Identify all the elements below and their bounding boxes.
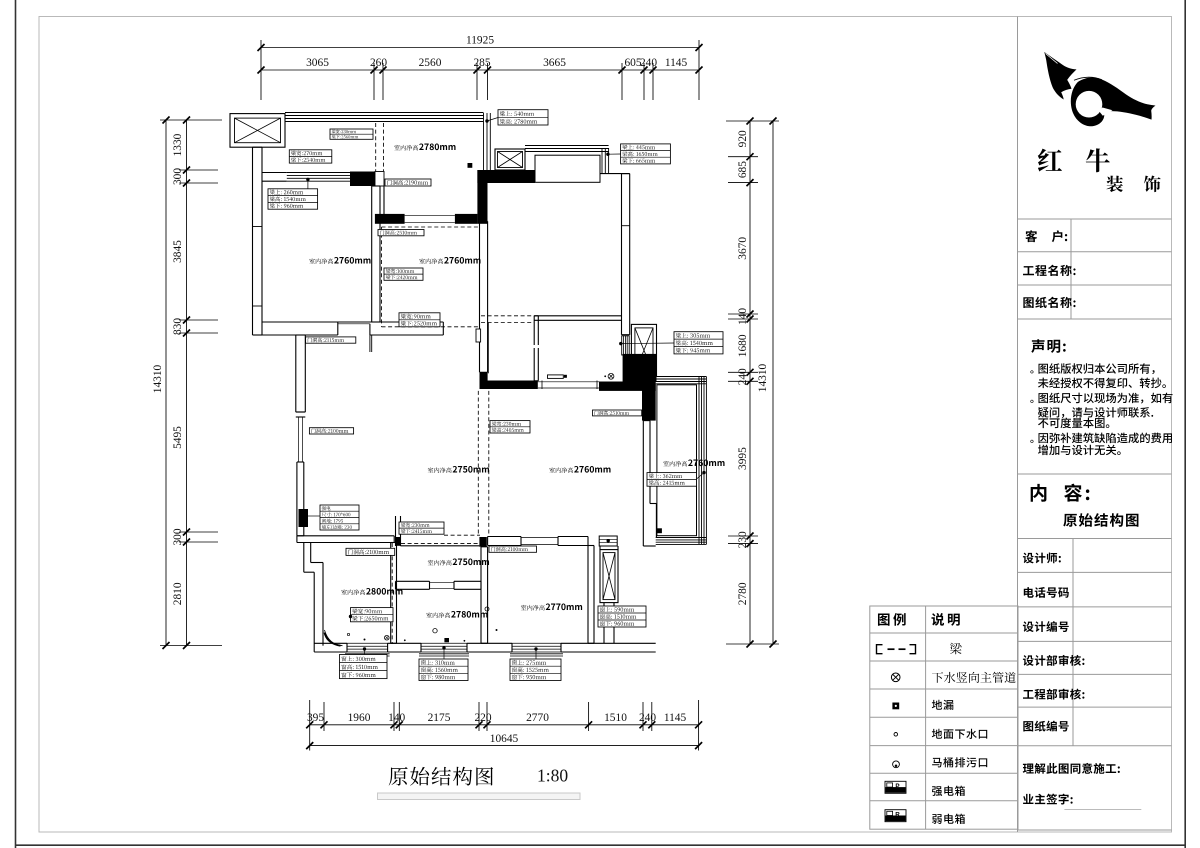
svg-text:3065: 3065 xyxy=(306,57,329,69)
svg-text:P: P xyxy=(895,783,899,790)
svg-text:685: 685 xyxy=(737,161,749,178)
svg-text:1145: 1145 xyxy=(665,57,688,69)
svg-text:2810: 2810 xyxy=(172,582,184,605)
svg-text:300: 300 xyxy=(172,168,184,185)
svg-text:260: 260 xyxy=(370,57,387,69)
svg-text:395: 395 xyxy=(307,712,324,724)
svg-text:1680: 1680 xyxy=(737,334,749,357)
svg-text:3995: 3995 xyxy=(737,447,749,470)
svg-text:5495: 5495 xyxy=(172,426,184,449)
svg-text:240: 240 xyxy=(640,57,657,69)
svg-text:1:80: 1:80 xyxy=(537,766,568,786)
svg-text:605: 605 xyxy=(624,57,641,69)
svg-text:14310: 14310 xyxy=(757,363,769,392)
svg-text:220: 220 xyxy=(474,712,491,724)
svg-text:140: 140 xyxy=(388,712,405,724)
svg-text:3665: 3665 xyxy=(543,57,566,69)
svg-text:140: 140 xyxy=(737,308,749,325)
svg-text:3670: 3670 xyxy=(737,237,749,260)
svg-text:1960: 1960 xyxy=(348,712,371,724)
svg-text:2770: 2770 xyxy=(526,712,549,724)
svg-text:2780: 2780 xyxy=(737,582,749,605)
svg-text:240: 240 xyxy=(737,368,749,385)
svg-text:R: R xyxy=(895,811,900,818)
svg-text:10645: 10645 xyxy=(490,733,519,745)
svg-text:1510: 1510 xyxy=(604,712,627,724)
svg-text:240: 240 xyxy=(639,712,656,724)
svg-text:1330: 1330 xyxy=(172,133,184,156)
svg-text:920: 920 xyxy=(737,130,749,147)
svg-text:300: 300 xyxy=(172,528,184,545)
svg-text:830: 830 xyxy=(172,318,184,335)
svg-text:285: 285 xyxy=(473,57,490,69)
svg-text:2175: 2175 xyxy=(428,712,451,724)
svg-text:2560: 2560 xyxy=(419,57,442,69)
svg-text:1145: 1145 xyxy=(664,712,687,724)
svg-text:3845: 3845 xyxy=(172,240,184,263)
svg-text:14310: 14310 xyxy=(152,364,164,393)
svg-text:11925: 11925 xyxy=(466,35,494,47)
svg-text:230: 230 xyxy=(737,531,749,548)
